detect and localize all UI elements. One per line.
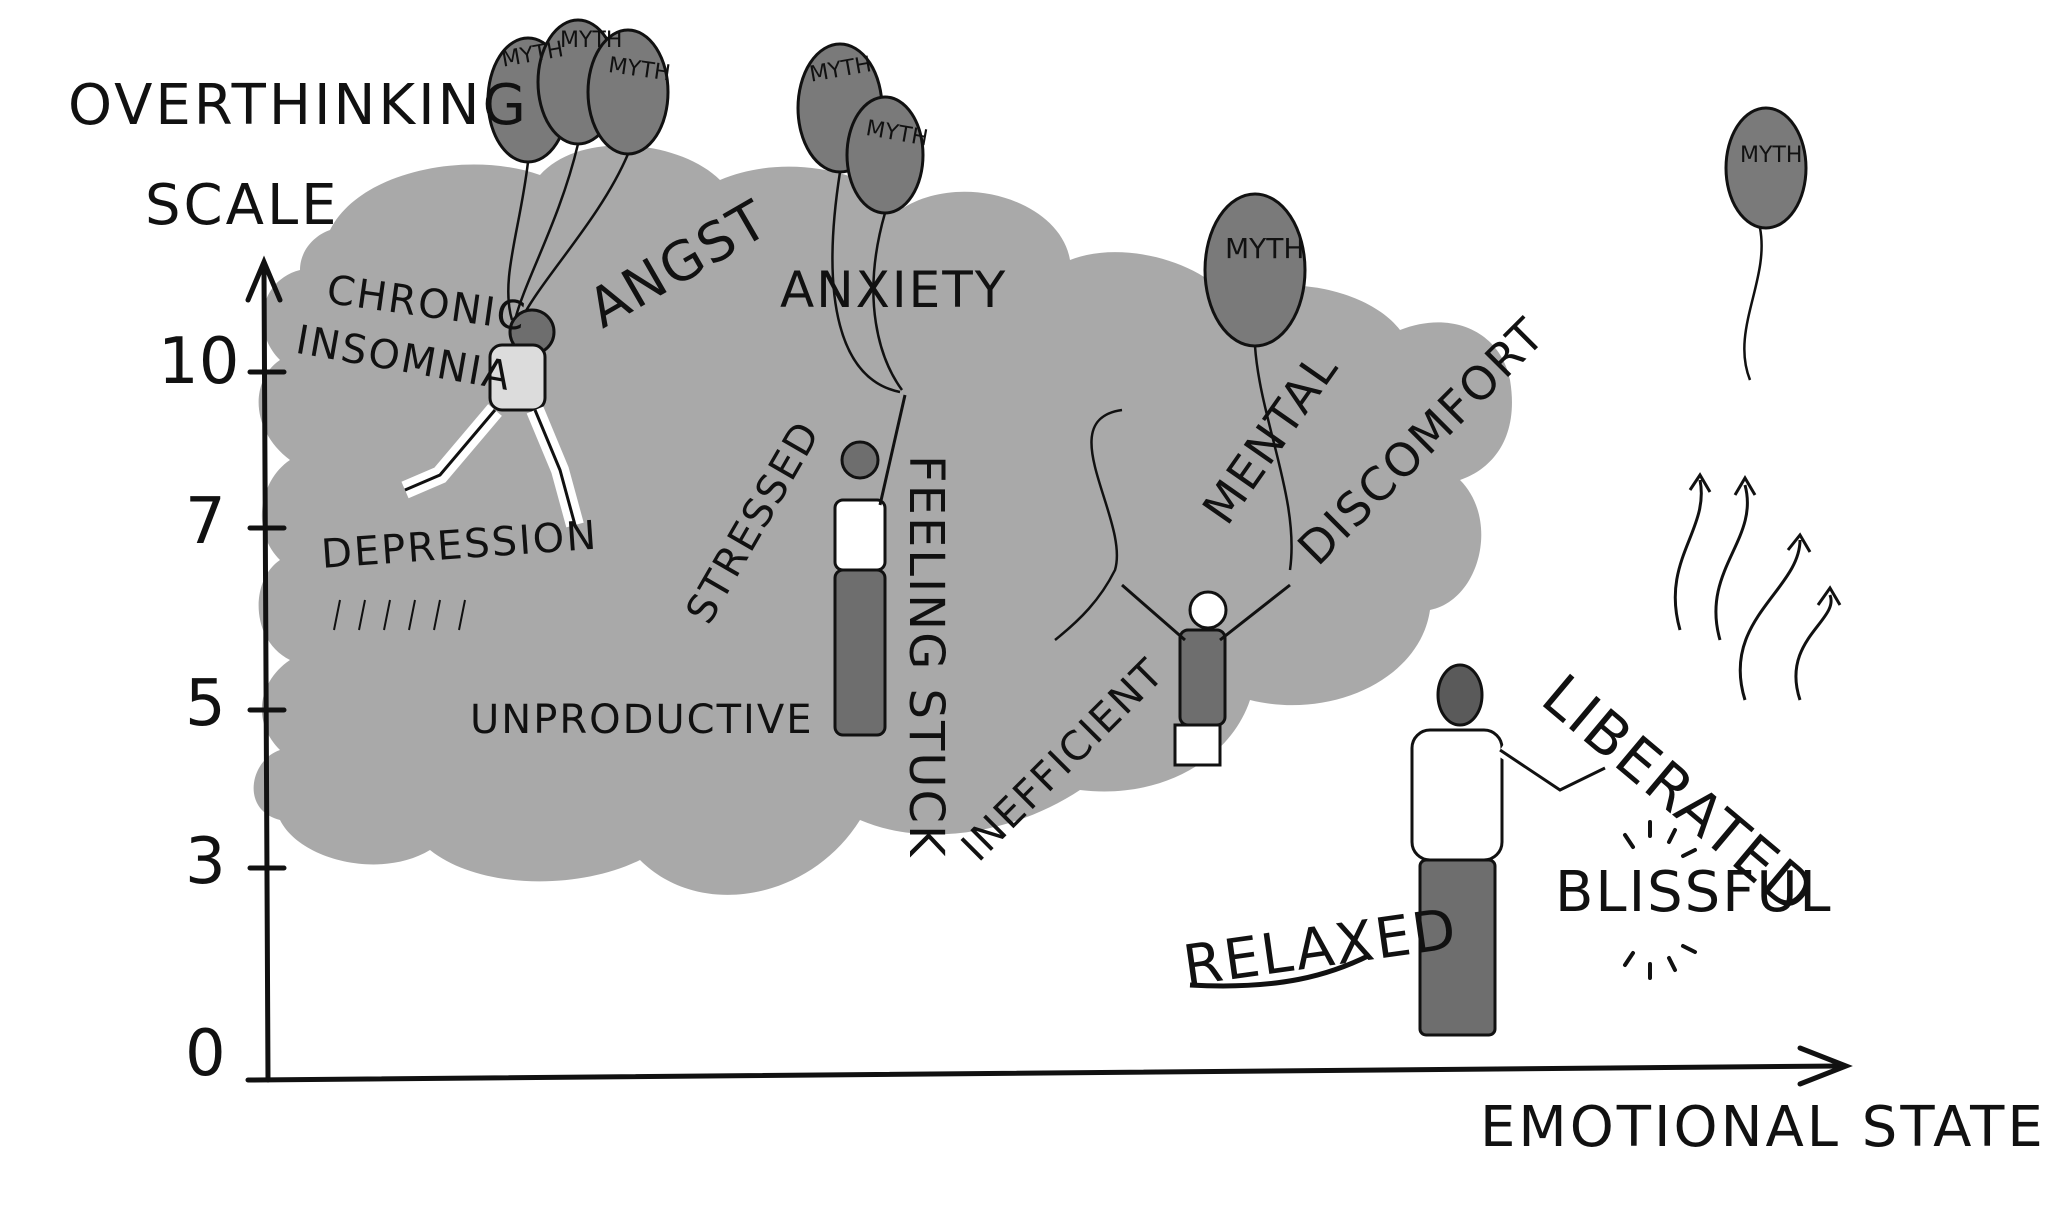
label-feeling-stuck: FEELING STUCK [898,455,954,859]
x-axis-line [245,1045,1853,1087]
balloon-strings [507,143,1763,641]
rising-arrows [1673,472,1842,701]
label-anxiety: ANXIETY [780,261,1008,319]
y-tick-10: 10 [158,325,240,399]
y-axis-line [245,255,287,1083]
y-axis-title-line1: OVERTHINKING [68,73,529,138]
y-axis-title-line2: SCALE [145,173,340,238]
label-blissful: BLISSFUL [1555,860,1833,925]
woman-figure-right [1121,583,1291,767]
y-tick-0: 0 [185,1017,226,1091]
relaxed-underline [1189,952,1372,989]
woman-figure-center [833,394,907,737]
rain-lines [333,599,466,631]
myth-label-7: MYTH [1740,143,1803,168]
man-figure [1410,663,1608,1037]
myth-label-6: MYTH [1225,232,1305,265]
y-tick-3: 3 [185,825,226,899]
x-axis-title: EMOTIONAL STATE [1480,1095,2046,1160]
label-unproductive: UNPRODUCTIVE [470,697,814,743]
myth-balloon [486,18,1808,348]
y-tick-5: 5 [185,667,226,741]
myth-label-2: MYTH [560,28,623,53]
sparkle-lines [1623,820,1697,980]
runner-figure [401,308,584,528]
y-tick-7: 7 [185,485,226,559]
